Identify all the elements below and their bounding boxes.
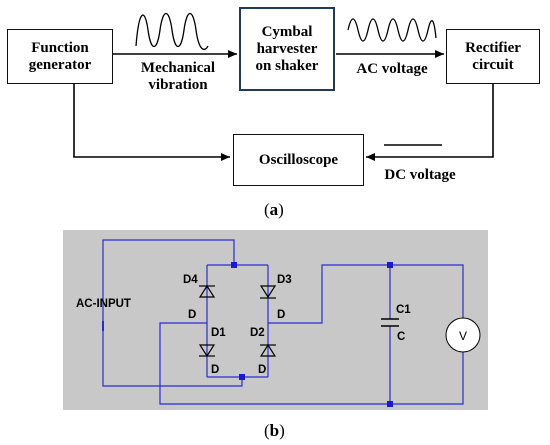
arrow-fg-to-oscilloscope xyxy=(73,83,230,161)
diodes xyxy=(198,284,277,358)
d-mid-label: D xyxy=(277,309,285,321)
rectifier-circuit-block: Rectifier circuit xyxy=(446,29,540,84)
ac-input-label: AC-INPUT xyxy=(76,298,131,310)
diode-d3 xyxy=(259,285,277,299)
d1-label: D1 xyxy=(211,327,226,339)
diode-d2 xyxy=(259,343,277,357)
capacitor-c1 xyxy=(381,318,399,327)
schematic-panel xyxy=(63,230,488,410)
caption-a: (a) xyxy=(264,200,284,219)
d3-label: D3 xyxy=(277,274,292,286)
caption-a-letter: a xyxy=(269,200,279,219)
caption-b: (b) xyxy=(264,421,285,440)
d-bottom-right-label: D xyxy=(258,364,266,376)
diode-d4 xyxy=(198,284,216,298)
d-left-label: D xyxy=(188,309,196,321)
c-label: C xyxy=(397,331,405,343)
d4-label: D4 xyxy=(183,274,198,286)
voltmeter xyxy=(445,317,481,353)
d2-label: D2 xyxy=(250,327,265,339)
junction-nodes xyxy=(231,262,393,407)
d-bottom-left-label: D xyxy=(211,364,219,376)
mechanical-vibration-label: Mechanical vibration xyxy=(140,60,216,93)
rectifier-circuit-label: Rectifier circuit xyxy=(465,39,521,73)
cymbal-harvester-block: Cymbal harvester on shaker xyxy=(239,7,335,91)
ac-voltage-wave xyxy=(347,18,437,42)
circuit-wires xyxy=(102,239,464,405)
cymbal-harvester-label: Cymbal harvester on shaker xyxy=(255,23,319,74)
c1-label: C1 xyxy=(396,304,411,316)
dc-voltage-label: DC voltage xyxy=(384,167,456,183)
oscilloscope-block: Oscilloscope xyxy=(233,134,364,186)
function-generator-block: Function generator xyxy=(7,29,113,84)
function-generator-label: Function generator xyxy=(28,39,92,73)
ac-voltage-label: AC voltage xyxy=(356,61,428,77)
arrow-rectifier-to-oscilloscope xyxy=(366,84,494,161)
caption-b-letter: b xyxy=(269,421,280,440)
diode-d1 xyxy=(198,344,216,358)
voltmeter-label: V xyxy=(459,329,467,343)
oscilloscope-label: Oscilloscope xyxy=(258,151,339,168)
mechanical-vibration-wave xyxy=(135,12,209,51)
